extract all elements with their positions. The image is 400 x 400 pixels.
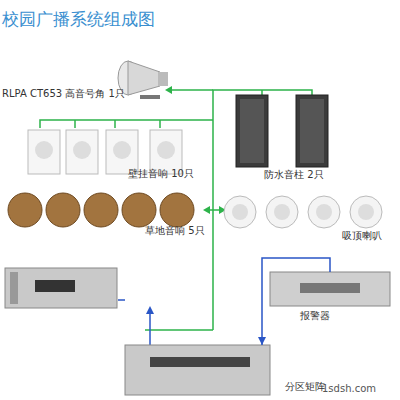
grass-speaker-node: 草地音响 5只	[5, 192, 205, 238]
amplifier-unit	[5, 268, 117, 308]
device-label: 报警器	[300, 310, 330, 322]
device-label: 壁挂音响 10只	[128, 168, 194, 180]
device-label: 分区矩阵	[285, 381, 325, 393]
ceiling-speakers	[224, 196, 382, 228]
signal-connector	[262, 258, 330, 345]
device-label: 吸顶喇叭	[342, 230, 382, 242]
column-speaker-node: 防水音柱 2只	[234, 93, 334, 181]
device-label: 草地音响 5只	[145, 225, 205, 237]
wall-speakers	[28, 130, 182, 174]
wall-speaker-node: 壁挂音响 10只	[28, 128, 188, 180]
horn-speaker	[118, 61, 168, 99]
column-speakers	[236, 95, 328, 167]
edge-arrowhead	[258, 337, 266, 345]
watermark: 1sdsh.com	[322, 383, 376, 394]
horn-node: RLPA CT653 高音号角 1只	[0, 60, 170, 102]
ceiling-speaker-node: 吸顶喇叭	[222, 194, 392, 240]
matrix-unit	[125, 345, 270, 395]
matrix-node: 分区矩阵	[125, 345, 270, 395]
control-wire	[118, 300, 150, 345]
control-arrowhead	[146, 306, 154, 314]
alarm-node: 报警器	[270, 272, 390, 306]
device-label: RLPA CT653 高音号角 1只	[2, 88, 125, 100]
grass-speakers	[8, 193, 194, 227]
diagram-title: 校园广播系统组成图	[2, 8, 155, 31]
device-label: 防水音柱 2只	[264, 169, 324, 181]
alarm-unit	[270, 272, 390, 306]
